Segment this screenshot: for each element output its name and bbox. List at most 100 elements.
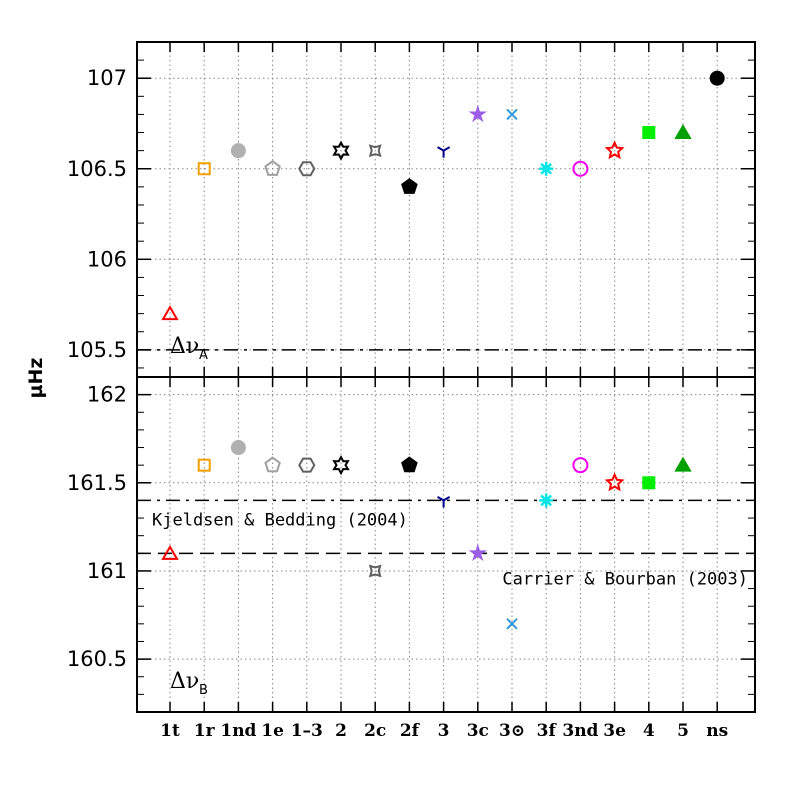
data-point xyxy=(437,496,451,508)
x-tick-label: 2f xyxy=(400,721,421,741)
x-tick-label: 3⊙ xyxy=(499,721,525,741)
y-tick-label: 106.5 xyxy=(67,157,127,181)
marker-shape xyxy=(161,305,179,321)
marker-shape xyxy=(230,143,246,159)
x-tick-label: ns xyxy=(706,721,728,741)
marker-stroke xyxy=(540,494,553,507)
data-point xyxy=(230,440,246,456)
marker-shape xyxy=(401,178,418,194)
x-tick-label: 2 xyxy=(335,721,347,741)
x-tick-label: 2c xyxy=(364,721,386,741)
y-tick-label: 162 xyxy=(87,383,127,407)
reference-label-carrier: Carrier & Bourban (2003) xyxy=(502,569,748,589)
y-tick-label: 106 xyxy=(87,247,127,271)
data-point xyxy=(437,146,451,158)
data-point xyxy=(332,455,350,476)
marker-stroke xyxy=(506,618,518,630)
x-tick-label: 3 xyxy=(438,721,450,741)
x-tick-label: 3nd xyxy=(562,721,598,741)
marker-shape xyxy=(298,161,316,177)
marker-shape xyxy=(368,144,382,158)
data-point xyxy=(332,140,350,161)
data-point xyxy=(506,618,518,630)
marker-shape xyxy=(642,126,656,140)
marker-shape xyxy=(368,564,382,578)
data-point xyxy=(674,456,692,472)
marker-shape xyxy=(401,456,418,473)
data-point xyxy=(368,144,382,158)
marker-stroke xyxy=(443,146,451,152)
marker-shape xyxy=(197,162,211,176)
data-point xyxy=(604,140,625,160)
data-point xyxy=(401,456,418,473)
reference-lines xyxy=(137,349,755,555)
data-point xyxy=(264,456,281,473)
y-tick-label: 161.5 xyxy=(67,471,127,495)
x-tick-label: 1–3 xyxy=(291,721,323,741)
data-point xyxy=(468,543,487,562)
marker-shape xyxy=(604,472,625,492)
marker-shape xyxy=(572,457,589,474)
y-tick-label: 161 xyxy=(87,559,127,583)
marker-shape xyxy=(468,104,487,123)
data-point xyxy=(401,178,418,194)
x-tick-label: 5 xyxy=(677,721,689,741)
data-point xyxy=(230,143,246,159)
data-point xyxy=(642,476,656,490)
marker-shape xyxy=(264,160,281,176)
marker-stroke xyxy=(437,146,445,152)
frame-layer xyxy=(136,41,756,713)
data-point xyxy=(197,162,211,176)
data-point xyxy=(161,544,179,560)
y-tick-label: 107 xyxy=(87,66,127,90)
data-point xyxy=(264,160,281,176)
data-point xyxy=(539,493,554,508)
marker-shape xyxy=(468,543,487,562)
data-point xyxy=(674,124,692,140)
marker-shape xyxy=(230,440,246,456)
data-point xyxy=(642,126,656,140)
data-point xyxy=(468,104,487,123)
marker-shape xyxy=(572,160,589,177)
data-point xyxy=(161,305,179,321)
y-tick-label: 160.5 xyxy=(67,647,127,671)
data-point xyxy=(197,458,211,472)
x-tick-label: 1t xyxy=(160,721,180,741)
data-point xyxy=(539,161,554,176)
marker-stroke xyxy=(437,496,445,502)
data-point xyxy=(298,161,316,177)
data-point xyxy=(298,457,316,473)
y-tick-label: 105.5 xyxy=(67,338,127,362)
data-point xyxy=(572,457,589,474)
marker-shape xyxy=(709,70,725,86)
marker-shape xyxy=(642,476,656,490)
marker-shape xyxy=(604,140,625,160)
marker-shape xyxy=(197,458,211,472)
data-point xyxy=(604,472,625,492)
marker-shape xyxy=(264,456,281,473)
x-tick-label: 3f xyxy=(537,721,558,741)
marker-shape xyxy=(332,455,350,476)
x-tick-label: 4 xyxy=(643,721,655,741)
marker-stroke xyxy=(540,162,553,175)
panel-label-subscript: B xyxy=(199,683,208,698)
data-point xyxy=(368,564,382,578)
marker-shape xyxy=(298,457,316,473)
x-tick-label: 1r xyxy=(194,721,216,741)
marker-stroke xyxy=(506,108,518,121)
marker-shape xyxy=(332,140,350,161)
marker-stroke xyxy=(443,496,451,502)
marker-layer xyxy=(161,70,725,630)
marker-shape xyxy=(674,124,692,140)
panel-label: Δν xyxy=(170,334,199,359)
panel-label: Δν xyxy=(170,669,199,694)
data-point xyxy=(709,70,725,86)
x-tick-label: 1e xyxy=(261,721,284,741)
x-tick-label: 1nd xyxy=(220,721,256,741)
marker-shape xyxy=(161,544,179,560)
x-tick-label: 3c xyxy=(467,721,489,741)
y-axis-label: µHz xyxy=(25,358,47,399)
data-point xyxy=(506,108,518,121)
